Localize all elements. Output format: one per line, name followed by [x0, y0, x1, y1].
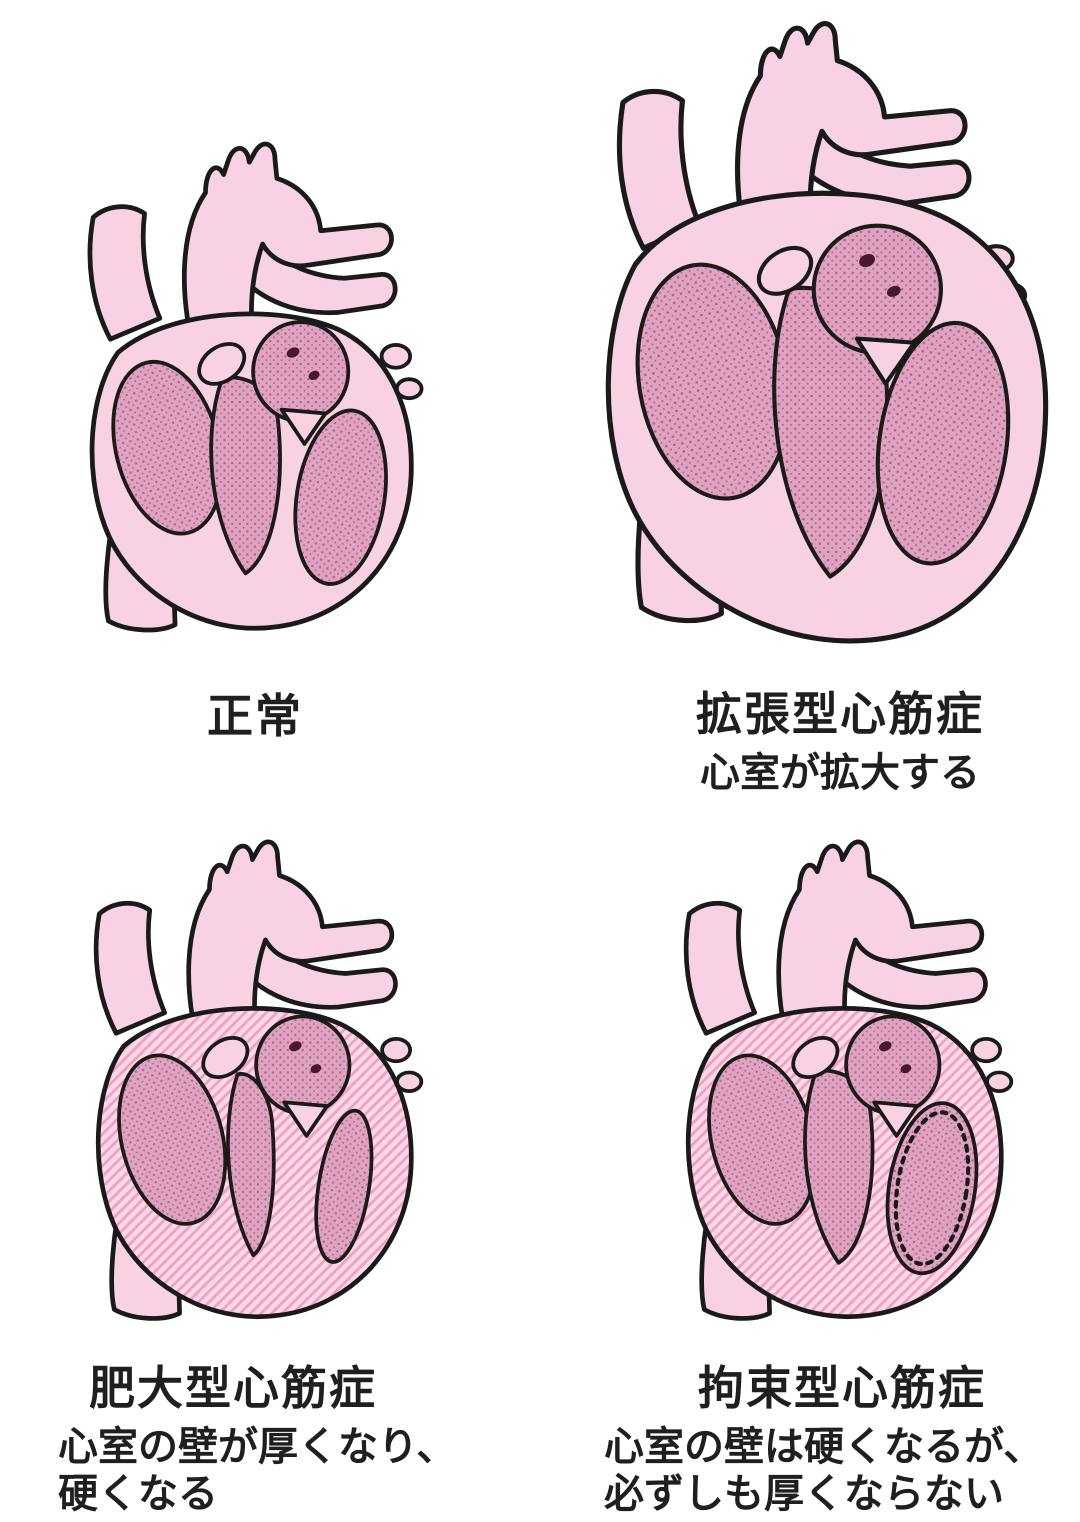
panel-title-restrictive: 拘束型心筋症 — [698, 1361, 986, 1415]
caption-line: 必ずしも厚くならない — [604, 1471, 1004, 1517]
panel-caption-restrictive: 心室の壁は硬くなるが、 必ずしも厚くならない — [604, 1424, 1074, 1518]
restrictive-cardiomyopathy-heart-illustration — [652, 824, 1044, 1347]
panel-title-normal: 正常 — [207, 689, 303, 743]
panel-title-dilated: 拡張型心筋症 — [696, 687, 984, 741]
caption-line: 硬くなる — [58, 1471, 218, 1517]
panel-caption-dilated: 心室が拡大する — [700, 750, 980, 796]
hypertrophic-cardiomyopathy-heart-illustration — [62, 824, 454, 1347]
caption-line: 心室の壁は硬くなるが、 — [604, 1424, 1044, 1470]
caption-line: 心室の壁が厚くなり、 — [58, 1424, 457, 1470]
dilated-cardiomyopathy-heart-illustration — [588, 0, 1060, 673]
normal-heart-illustration — [55, 126, 455, 659]
panel-caption-hypertrophic: 心室の壁が厚くなり、 硬くなる — [58, 1424, 528, 1518]
panel-title-hypertrophic: 肥大型心筋症 — [89, 1361, 377, 1415]
